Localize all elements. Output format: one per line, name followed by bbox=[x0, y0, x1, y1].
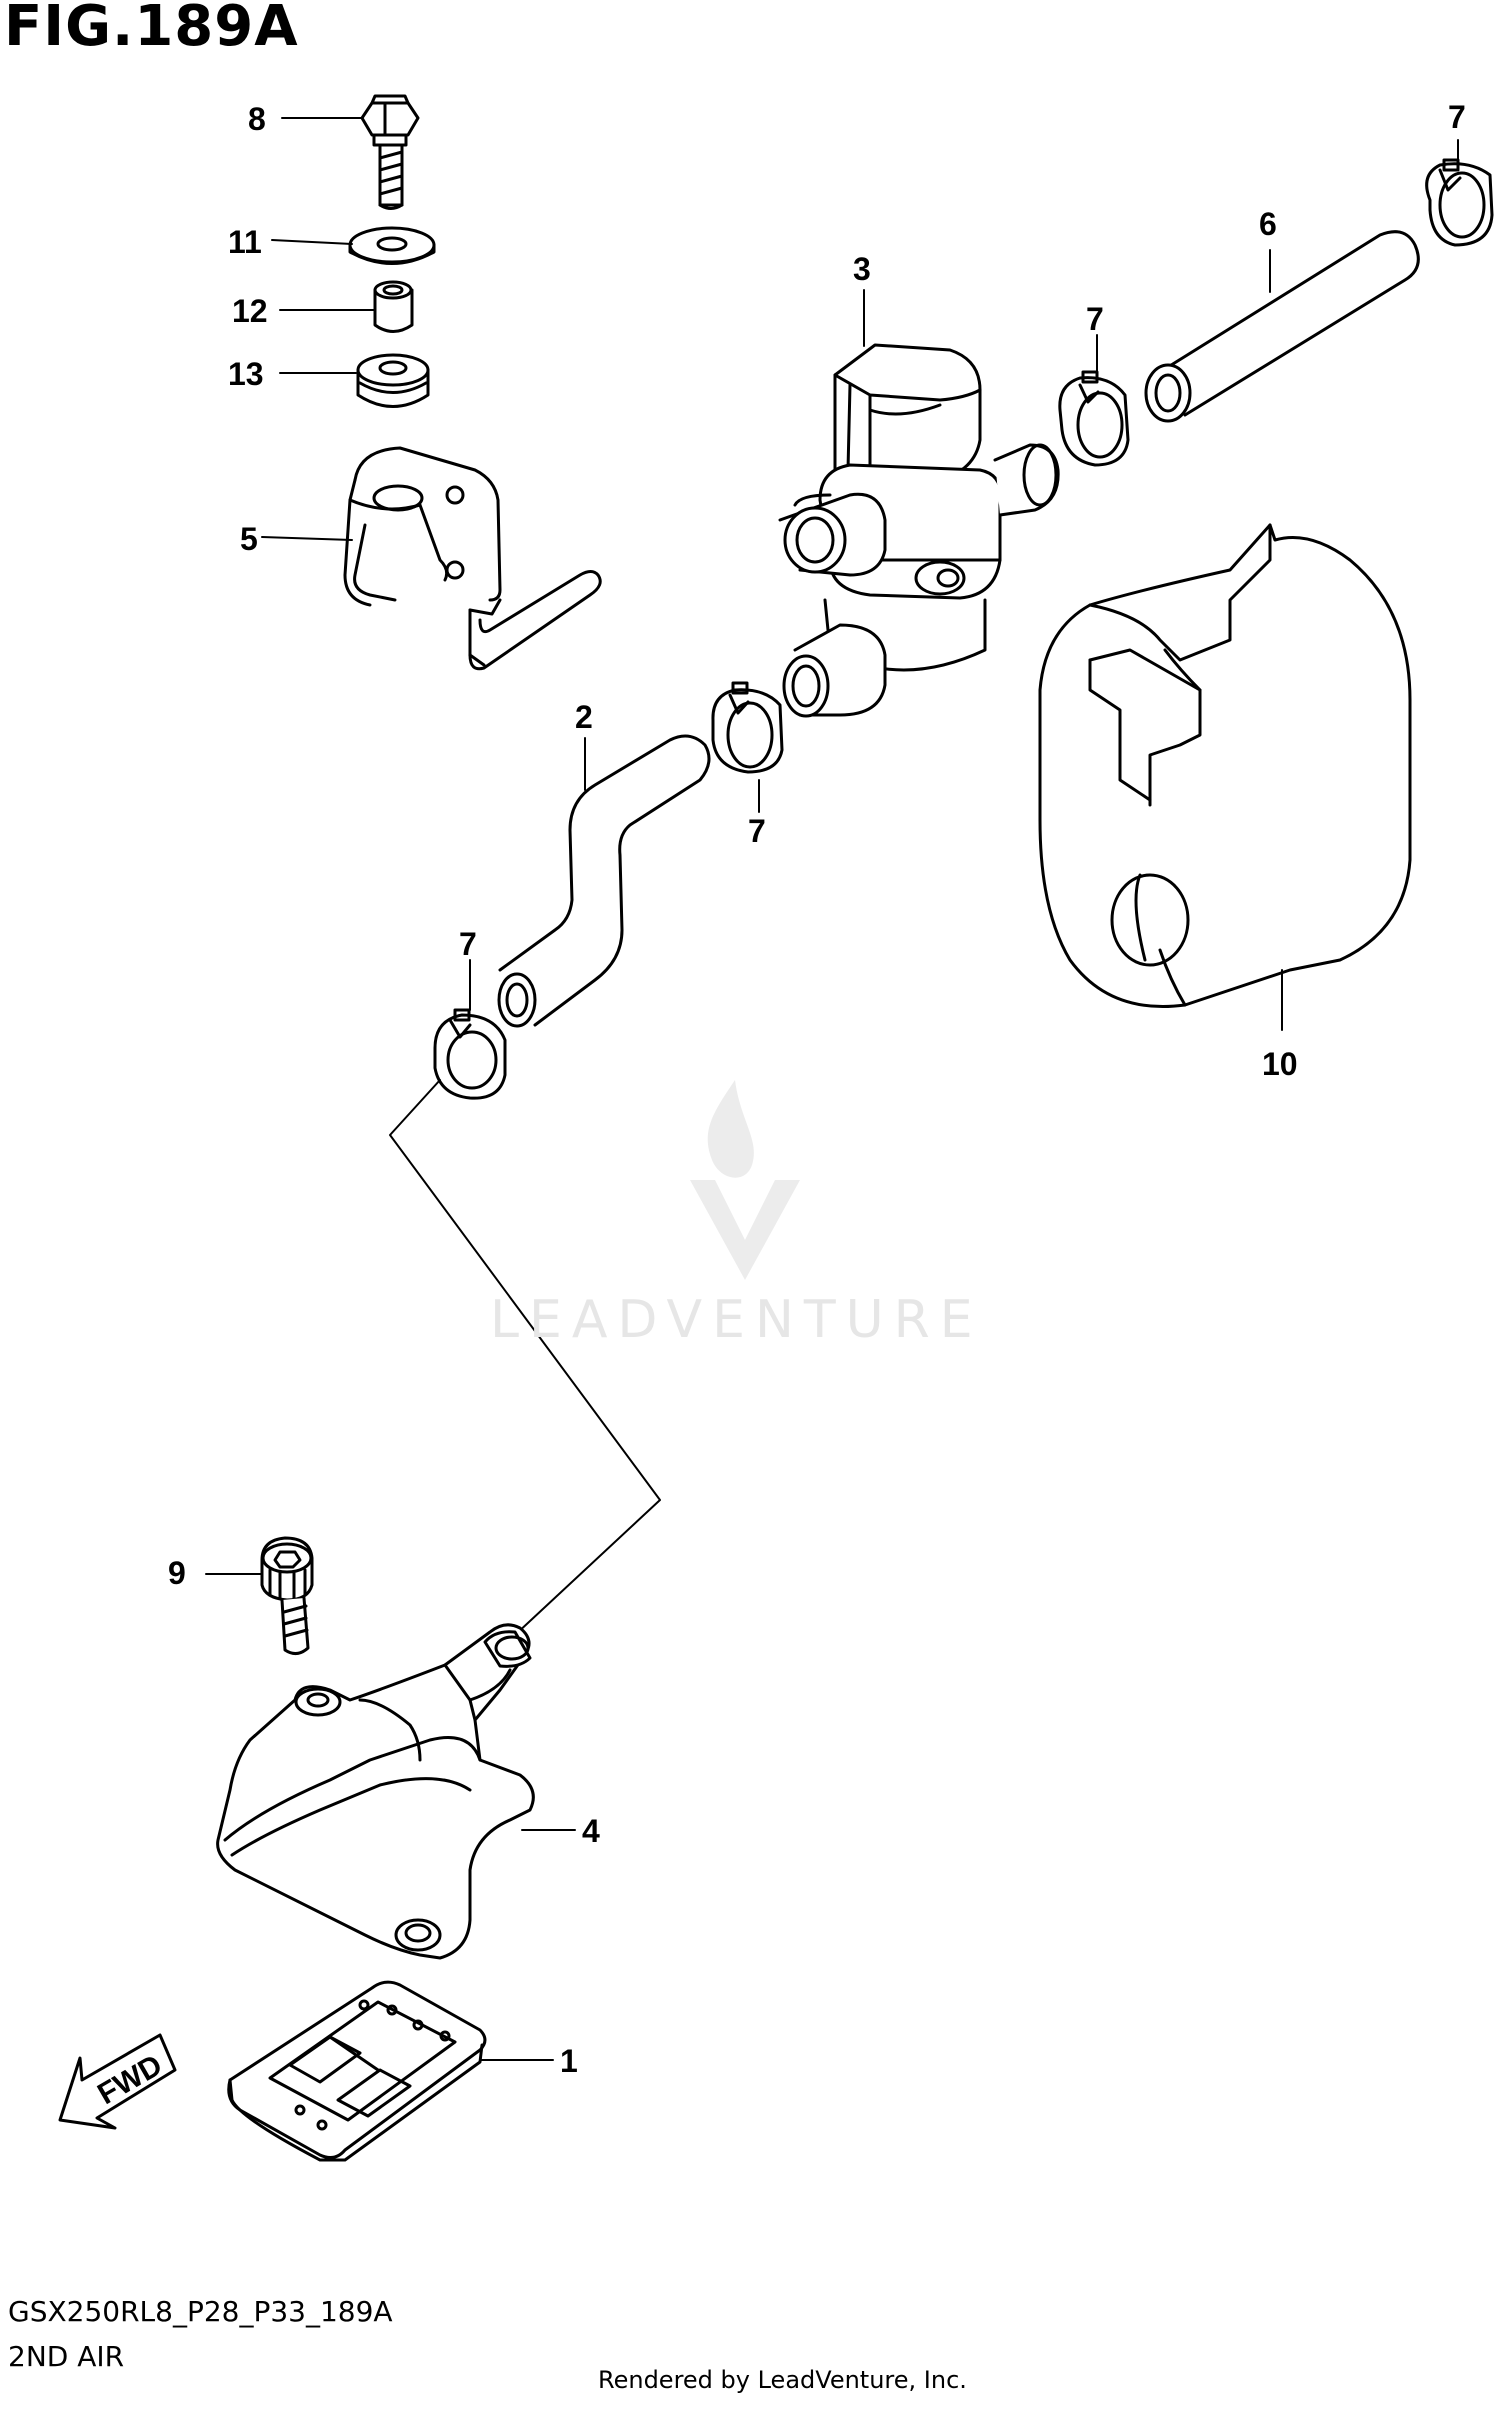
air-valve-part-3 bbox=[778, 343, 1060, 718]
grommet-part-13 bbox=[356, 353, 430, 408]
cover-part-10 bbox=[1038, 523, 1412, 1009]
callout-8: 8 bbox=[248, 101, 266, 137]
watermark-text: LEADVENTURE bbox=[490, 1290, 983, 1350]
leader-lines bbox=[205, 117, 1459, 2061]
reed-plate-part-1 bbox=[227, 1980, 487, 2162]
bolt-part-9 bbox=[260, 1536, 314, 1655]
valve-cover-part-4 bbox=[216, 1623, 535, 1960]
callout-3: 3 bbox=[853, 251, 871, 287]
callout-4: 4 bbox=[582, 1813, 600, 1849]
clamp-part-7-mid bbox=[1058, 370, 1130, 467]
hose-part-6 bbox=[1144, 230, 1420, 423]
callout-6: 6 bbox=[1259, 206, 1277, 242]
callout-12: 12 bbox=[232, 293, 268, 329]
callout-7-top-right: 7 bbox=[1448, 99, 1466, 135]
drawing-code: GSX250RL8_P28_P33_189A bbox=[8, 2295, 393, 2328]
callout-7-valve-out: 7 bbox=[748, 813, 766, 849]
connection-line bbox=[389, 1079, 661, 1636]
bolt-part-8 bbox=[360, 94, 420, 210]
callout-7-lower: 7 bbox=[459, 926, 477, 962]
washer-part-11 bbox=[348, 226, 436, 265]
callout-11: 11 bbox=[228, 224, 262, 260]
bracket-part-5 bbox=[343, 446, 602, 671]
callout-5: 5 bbox=[240, 521, 258, 557]
callout-10: 10 bbox=[1262, 1046, 1298, 1082]
callout-9: 9 bbox=[168, 1555, 186, 1591]
section-name: 2ND AIR bbox=[8, 2340, 125, 2373]
fig-title: FIG.189A bbox=[4, 0, 299, 59]
callout-1: 1 bbox=[560, 2043, 578, 2079]
watermark-logo bbox=[690, 1080, 800, 1280]
render-credit: Rendered by LeadVenture, Inc. bbox=[598, 2366, 967, 2394]
callout-2: 2 bbox=[575, 699, 593, 735]
hose-part-2 bbox=[497, 734, 711, 1028]
clamp-part-7-top-right bbox=[1425, 158, 1494, 247]
callout-7-mid: 7 bbox=[1086, 301, 1104, 337]
collar-part-12 bbox=[373, 280, 414, 333]
clamp-part-7-lower bbox=[433, 1008, 507, 1100]
callout-13: 13 bbox=[228, 356, 264, 392]
clamp-part-7-valve-out bbox=[711, 681, 784, 774]
fwd-direction-arrow bbox=[58, 2033, 177, 2130]
